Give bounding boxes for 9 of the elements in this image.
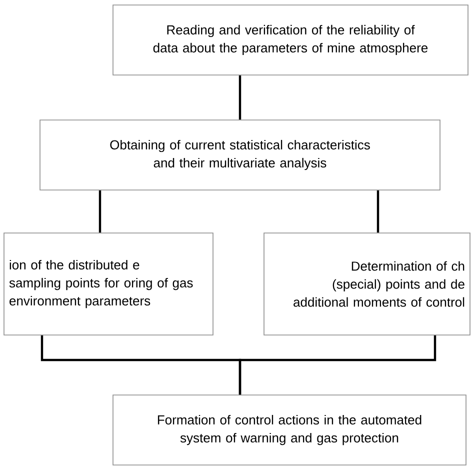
process-box: Formation of control actions in the automated system of warning and gas protection bbox=[112, 394, 466, 466]
process-box: ion of the distributed e sampling points for oring of gas environment parameters bbox=[4, 232, 214, 336]
connector-line bbox=[98, 190, 102, 233]
connector-line bbox=[376, 190, 380, 233]
process-box: Reading and verification of the reliability of data about the parameters of mine atmosphere bbox=[112, 4, 468, 76]
process-box: Obtaining of current statistical characteristics and their multivariate analysis bbox=[40, 120, 440, 190]
process-box: Determination of ch (special) points and de additional moments of control bbox=[264, 232, 470, 336]
connector-line bbox=[238, 75, 242, 120]
connector-line bbox=[238, 335, 436, 395]
